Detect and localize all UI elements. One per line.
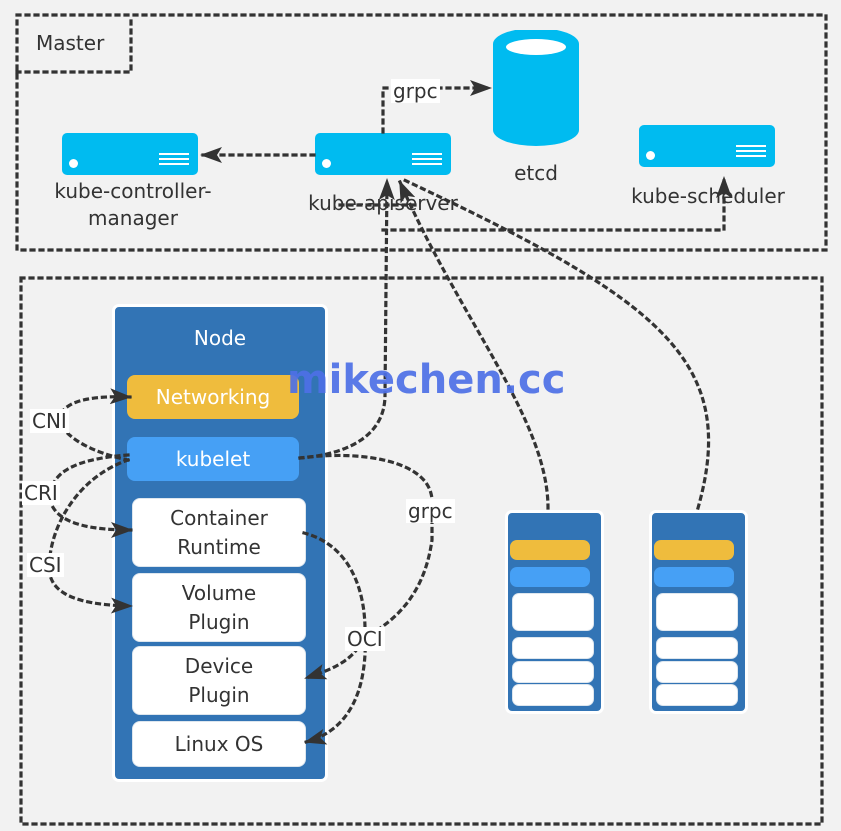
- worker-node-2-runtime: [512, 593, 594, 631]
- cni-label: CNI: [30, 409, 69, 433]
- worker-node-3-runtime: [656, 593, 738, 631]
- volume-plugin-component[interactable]: Volume Plugin: [132, 573, 306, 642]
- etcd-database-icon[interactable]: [493, 30, 579, 148]
- apiserver-label: kube-apiserver: [308, 191, 458, 215]
- scheduler-label: kube-scheduler: [631, 184, 785, 208]
- worker-node-3-kubelet: [654, 567, 734, 587]
- etcd-label: etcd: [514, 161, 558, 185]
- node-title: Node: [193, 326, 247, 350]
- worker-node-2-device: [512, 661, 594, 683]
- worker-node-2-networking: [510, 540, 590, 560]
- worker-node-2-os: [512, 684, 594, 706]
- device-plugin-component[interactable]: Device Plugin: [132, 646, 306, 715]
- watermark-text: mikechen.cc: [287, 357, 566, 403]
- worker-node-2-kubelet: [510, 567, 590, 587]
- worker-node-3-volume: [656, 637, 738, 659]
- linux-os-component[interactable]: Linux OS: [132, 721, 306, 767]
- oci-label: OCI: [345, 627, 385, 651]
- master-label: Master: [36, 31, 105, 55]
- apiserver-server-icon[interactable]: [315, 133, 451, 175]
- container-runtime-component[interactable]: Container Runtime: [132, 498, 306, 567]
- worker-node-3-device: [656, 661, 738, 683]
- kubelet-component[interactable]: kubelet: [127, 437, 299, 481]
- csi-label: CSI: [27, 553, 64, 577]
- worker-node-3-os: [656, 684, 738, 706]
- controller-manager-label: kube-controller- manager: [54, 179, 212, 230]
- link-node3-apiserver: [397, 175, 711, 510]
- scheduler-server-icon[interactable]: [639, 125, 775, 167]
- worker-node-3-networking: [654, 540, 734, 560]
- controller-manager-server-icon[interactable]: [62, 133, 198, 175]
- link-node2-apiserver: [397, 179, 550, 510]
- grpc-node-label: grpc: [406, 499, 455, 523]
- worker-node-2-volume: [512, 637, 594, 659]
- cri-label: CRI: [22, 481, 60, 505]
- grpc-etcd-label: grpc: [391, 79, 440, 103]
- networking-component[interactable]: Networking: [127, 375, 299, 419]
